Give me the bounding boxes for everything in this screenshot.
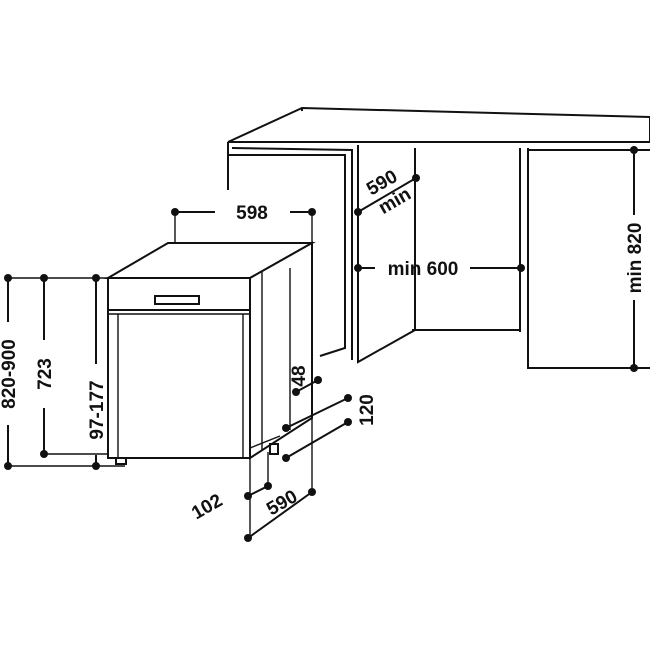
- dimension-102: 102: [188, 482, 272, 524]
- dimension-590-min: 590 min: [354, 166, 420, 219]
- dimension-48: 48: [289, 365, 322, 396]
- dimension-820-900: 820-900: [0, 274, 125, 470]
- door-handle: [154, 295, 200, 305]
- countertop: [227, 106, 650, 143]
- cabinet-niche: [227, 142, 650, 369]
- label-120: 120: [357, 394, 378, 426]
- dimension-min-820: min 820: [625, 146, 646, 372]
- front-foot: [115, 457, 127, 465]
- label-102: 102: [188, 490, 226, 524]
- dishwasher: [104, 241, 316, 465]
- label-min-820: min 820: [625, 223, 646, 294]
- dimension-723: 723: [35, 274, 108, 458]
- label-min-600: min 600: [388, 259, 459, 280]
- dimension-590-depth: 590: [244, 486, 316, 542]
- label-48: 48: [289, 365, 310, 386]
- label-598: 598: [236, 203, 268, 224]
- dimension-598: 598: [171, 203, 316, 243]
- rear-foot: [269, 443, 279, 455]
- label-820-900: 820-900: [0, 339, 20, 409]
- label-723: 723: [35, 358, 56, 390]
- label-97-177: 97-177: [87, 380, 108, 439]
- label-590-depth: 590: [263, 486, 301, 520]
- dimension-min-600: min 600: [354, 259, 525, 280]
- dimension-97-177: 97-177: [87, 274, 108, 470]
- dimension-120: 120: [282, 394, 378, 462]
